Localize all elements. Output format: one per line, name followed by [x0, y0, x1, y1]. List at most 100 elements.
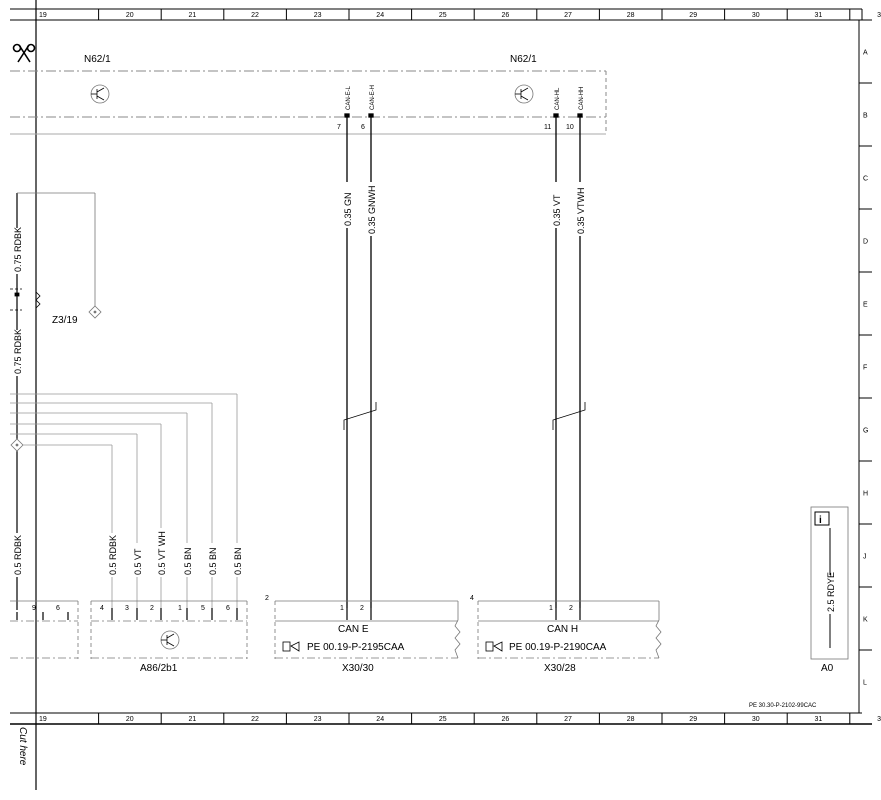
row-letter: H — [863, 491, 868, 498]
a86-wires — [10, 393, 238, 608]
row-letter: G — [863, 428, 868, 435]
splice-icon — [88, 305, 102, 319]
splice-icon — [10, 438, 24, 452]
column-number: 25 — [439, 12, 447, 19]
column-number: 24 — [376, 12, 384, 19]
info-icon: i — [814, 511, 830, 526]
column-number: 31 — [815, 12, 823, 19]
column-number: 27 — [564, 12, 572, 19]
column-number: 19 — [39, 12, 47, 19]
pin-number: 6 — [361, 124, 365, 131]
n62-right-label: N62/1 — [510, 54, 537, 65]
bus-label: CAN H — [547, 624, 578, 635]
x30-30-label: X30/30 — [342, 663, 374, 674]
twisted-pair-marker — [343, 402, 586, 430]
column-number: 29 — [689, 716, 697, 723]
pin-number: 3 — [125, 605, 129, 612]
pin-number: 1 — [549, 605, 553, 612]
wire-label: 0.75 RDBK — [13, 329, 23, 374]
scissors-icon — [12, 43, 36, 63]
row-letter: A — [863, 50, 868, 57]
reference-text: PE 00.19-P-2195CAA — [307, 642, 405, 653]
wire-label: 0.5 BN — [208, 547, 218, 575]
column-number: 21 — [189, 716, 197, 723]
column-number: 19 — [39, 716, 47, 723]
pin-number: 6 — [56, 605, 60, 612]
x30-28-housing — [477, 600, 662, 659]
document-reference: PE 30.30-P-2102-99CAC — [749, 703, 817, 709]
pin-number: 2 — [360, 605, 364, 612]
pin-number: 11 — [544, 124, 551, 131]
column-numbers-bottom: 1920212223242526272829303132 — [39, 716, 881, 723]
wire-label: 0.5 BN — [183, 547, 193, 575]
pin-label: CAN-HH — [579, 87, 585, 110]
row-letter: L — [863, 680, 867, 687]
wire-label: 0.75 RDBK — [13, 227, 23, 272]
pin-label: CAN-E-L — [346, 85, 352, 110]
wire-label: 0.35 GN — [343, 192, 353, 226]
column-number: 29 — [689, 12, 697, 19]
wire-label: 0.35 GNWH — [367, 185, 377, 234]
row-ticks — [859, 19, 872, 651]
x30-28-label: X30/28 — [544, 663, 576, 674]
n62-1-housing — [10, 70, 607, 135]
a0-label: A0 — [821, 663, 834, 674]
pin-number: 2 — [150, 605, 154, 612]
wire-label: 0.35 VTWH — [576, 187, 586, 234]
pin-number: 10 — [566, 124, 574, 131]
column-number: 22 — [251, 12, 259, 19]
left-wire — [16, 192, 96, 610]
column-number: 20 — [126, 716, 134, 723]
left-connector — [10, 600, 79, 659]
column-number: 30 — [752, 716, 760, 723]
wire-label: 0.5 RDBK — [13, 535, 23, 575]
row-letter: F — [863, 365, 867, 372]
bus-label: CAN E — [338, 624, 369, 635]
sensor-icon — [160, 630, 180, 650]
column-number: 22 — [251, 716, 259, 723]
pin-number: 5 — [201, 605, 205, 612]
column-number: 27 — [564, 716, 572, 723]
wire-label: 2.5 RDYE — [826, 572, 836, 612]
row-letter: E — [863, 302, 868, 309]
pin-number: 9 — [32, 605, 36, 612]
row-letter: J — [863, 554, 867, 561]
connector-index: 4 — [470, 595, 474, 602]
pin-number: 4 — [100, 605, 104, 612]
column-number: 26 — [502, 12, 510, 19]
column-number: 25 — [439, 716, 447, 723]
pin-label: CAN-HL — [555, 87, 561, 110]
column-number: 32 — [877, 716, 881, 723]
n62-left-label: N62/1 — [84, 54, 111, 65]
pin-number: 1 — [178, 605, 182, 612]
column-number: 31 — [815, 716, 823, 723]
a86-2b1-label: A86/2b1 — [140, 663, 178, 674]
pin-label: CAN-E-H — [370, 85, 376, 110]
reference-icon — [485, 641, 503, 652]
column-ticks — [35, 9, 851, 724]
a86-2b1-housing — [90, 600, 248, 659]
can-wires — [344, 113, 583, 608]
wire-label: 0.5 RDBK — [108, 535, 118, 575]
column-number: 28 — [627, 12, 635, 19]
z3-19-label: Z3/19 — [52, 315, 78, 326]
wire-label: 0.35 VT — [552, 194, 562, 226]
connector-break — [10, 288, 41, 311]
sensor-icon — [90, 84, 110, 104]
column-number: 32 — [877, 12, 881, 19]
column-number: 30 — [752, 12, 760, 19]
pin-number: 6 — [226, 605, 230, 612]
column-number: 26 — [502, 716, 510, 723]
column-number: 21 — [189, 12, 197, 19]
x30-30-housing — [274, 600, 461, 659]
connector-index: 2 — [265, 595, 269, 602]
column-number: 28 — [627, 716, 635, 723]
sheet-frame — [10, 0, 872, 790]
row-letter: D — [863, 239, 868, 246]
a0-box — [810, 506, 849, 660]
pin-number: 7 — [337, 124, 341, 131]
row-letter: C — [863, 176, 868, 183]
row-letter: B — [863, 113, 868, 120]
wire-label: 0.5 BN — [233, 547, 243, 575]
